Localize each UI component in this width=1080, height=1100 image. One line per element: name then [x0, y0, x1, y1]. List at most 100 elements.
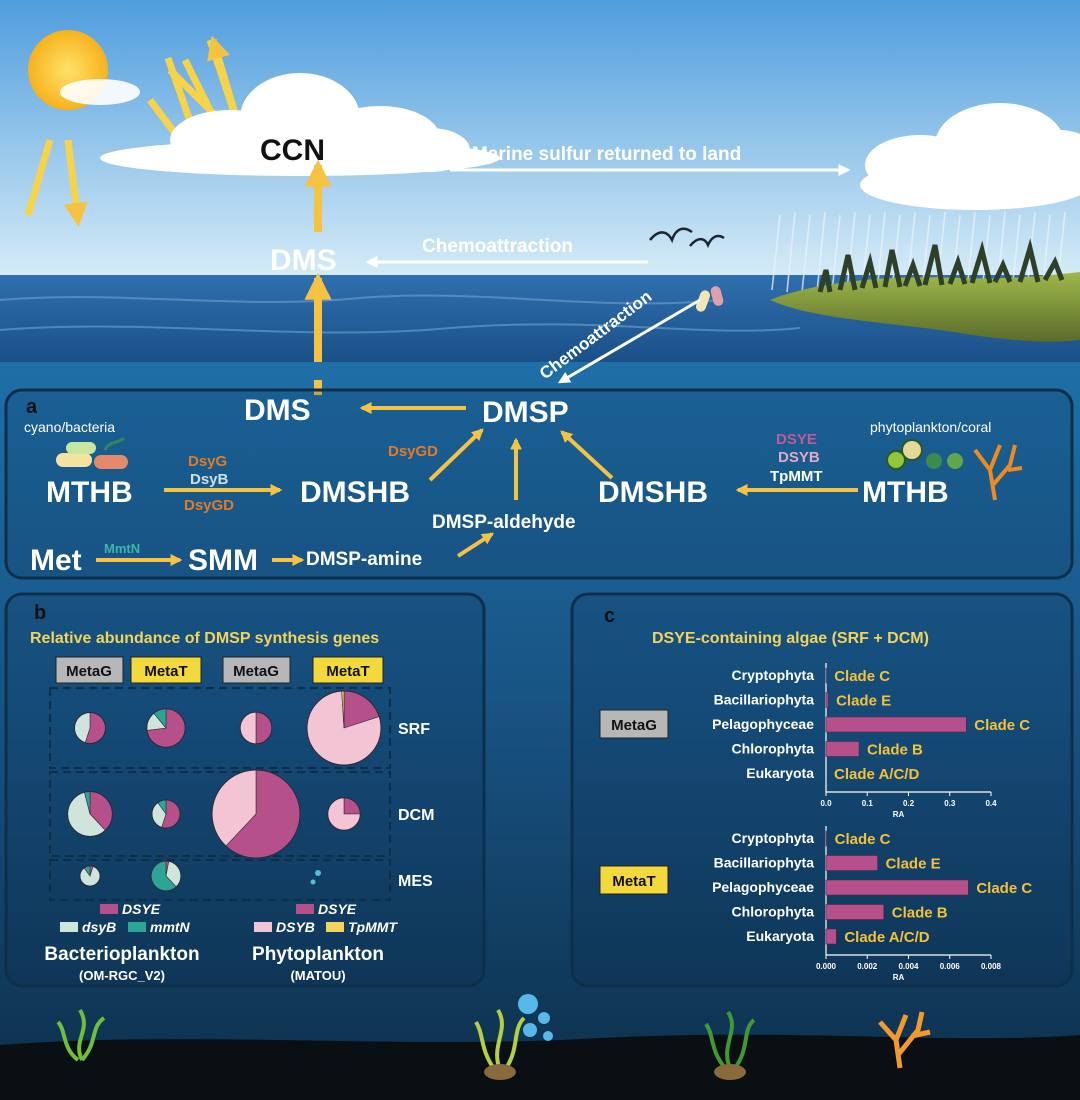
met-label: Met — [30, 544, 82, 577]
bar-label-0-0: Clade C — [834, 668, 890, 685]
x-axis-label-0: RA — [893, 810, 905, 819]
x-tick-label-1-0: 0.000 — [816, 962, 837, 971]
enzyme-tpmmt: TpMMT — [770, 468, 822, 485]
bar-label-1-0: Clade C — [835, 831, 891, 848]
legend-bact-dsye: DSYE — [122, 901, 161, 917]
coral-bottom-icon — [878, 1011, 931, 1069]
legend-phyto-tpmmt: TpMMT — [348, 919, 398, 935]
bar-label-1-2: Clade C — [976, 880, 1032, 897]
bar-0-1 — [825, 692, 829, 708]
land — [770, 272, 1080, 342]
smm-label: SMM — [188, 544, 258, 577]
bar-1-1 — [825, 855, 878, 871]
panel-c-letter: c — [604, 605, 615, 627]
panel-a-frame — [4, 388, 1074, 580]
bar-label-1-1: Clade E — [886, 856, 941, 873]
row-label-dcm: DCM — [398, 807, 434, 824]
x-tick-label-0-1: 0.1 — [862, 799, 874, 808]
pie-outline-srf-0 — [73, 711, 107, 745]
arrow-dmshb-left-to-dmsp — [428, 428, 484, 482]
group-label-box-0 — [599, 709, 669, 739]
pie-charts — [67, 690, 382, 892]
col-label-box-2 — [222, 656, 291, 684]
bar-label-1-3: Clade B — [892, 905, 948, 922]
bar-0-2 — [825, 716, 967, 733]
pie-outline-dcm-1 — [151, 799, 181, 829]
coral-icon — [973, 444, 1023, 501]
seaweed-right-icon — [704, 1010, 756, 1070]
legend-bact-dsyb-swatch — [60, 922, 78, 932]
bar-label-1-4: Clade A/C/D — [844, 929, 929, 946]
group-bact-label: Bacterioplankton — [44, 944, 199, 965]
x-axis-label-1: RA — [893, 973, 905, 982]
pie-outline-mes-0 — [79, 865, 101, 887]
row-frame-dcm — [49, 771, 391, 857]
bar-1-2 — [825, 879, 969, 896]
category-label-0-1: Bacillariophyta — [714, 692, 815, 708]
group-phyto-sub: (MATOU) — [290, 968, 345, 983]
x-tick-label-1-1: 0.002 — [857, 962, 878, 971]
rock-mid — [484, 1064, 516, 1080]
mes-phyto-dots — [310, 870, 321, 885]
category-label-0-2: Pelagophyceae — [712, 716, 814, 732]
legend-bact-mmtn-swatch — [128, 922, 146, 932]
cloud-right — [860, 103, 1080, 210]
bacteria-cells-icon — [56, 436, 128, 469]
group-bact-sub: (OM-RGC_V2) — [79, 968, 165, 983]
x-tick-label-1-2: 0.004 — [898, 962, 919, 971]
ccn-label: CCN — [260, 134, 325, 167]
x-tick-label-0-3: 0.3 — [944, 799, 956, 808]
category-label-0-4: Eukaryota — [746, 765, 814, 781]
legend-phyto-dsye-swatch — [296, 904, 314, 914]
row-label-mes: MES — [398, 873, 433, 890]
wave-lines — [0, 294, 801, 334]
category-label-1-2: Pelagophyceae — [712, 879, 814, 895]
bar-label-0-1: Clade E — [836, 693, 891, 710]
bar-1-4 — [825, 928, 837, 945]
legend-bact-dsyb: dsyB — [82, 919, 116, 935]
enzyme-dsye: DSYE — [776, 431, 817, 448]
phyto-coral-label: phytoplankton/coral — [870, 419, 991, 435]
category-label-1-4: Eukaryota — [746, 928, 814, 944]
group-label-1: MetaT — [612, 873, 655, 890]
pie-outline-mes-1 — [150, 860, 182, 892]
arrow-amine-to-aldehyde — [456, 532, 495, 558]
row-label-srf: SRF — [398, 721, 430, 738]
pie-outline-dcm-0 — [67, 791, 113, 837]
marine-sulfur-label: Marine sulfur returned to land — [472, 144, 741, 165]
seaweed-left-icon — [56, 1008, 106, 1062]
col-label-box-3 — [312, 656, 384, 684]
mthb-left-label: MTHB — [46, 476, 133, 509]
mthb-right-label: MTHB — [862, 476, 949, 509]
bar-label-0-3: Clade B — [867, 742, 923, 759]
enzyme-dsyg: DsyG — [188, 453, 227, 470]
bar-label-0-4: Clade A/C/D — [834, 766, 919, 783]
arrow-dmshb-right-to-dmsp — [560, 430, 614, 480]
pie-outline-dcm-3 — [327, 797, 361, 831]
bacteria-icon — [695, 286, 724, 312]
bubbles-icon — [518, 994, 553, 1041]
x-tick-label-0-0: 0.0 — [820, 799, 832, 808]
category-label-1-1: Bacillariophyta — [714, 855, 815, 871]
col-label-3: MetaT — [326, 663, 369, 680]
row-frame-mes — [49, 859, 391, 901]
category-label-1-3: Chlorophyta — [732, 904, 815, 920]
phytoplankton-icon — [886, 439, 963, 470]
cyano-bacteria-label: cyano/bacteria — [24, 419, 115, 435]
panel-b-letter: b — [34, 602, 46, 624]
x-tick-label-0-4: 0.4 — [985, 799, 997, 808]
group-phyto-label: Phytoplankton — [252, 944, 384, 965]
cloud-left — [60, 73, 500, 176]
legend-phyto-dsyb-swatch — [254, 922, 272, 932]
chemo-horizontal-label: Chemoattraction — [422, 236, 573, 257]
pie-outline-dcm-2 — [211, 769, 301, 859]
panel-a-letter: a — [26, 396, 38, 418]
enzyme-mmtn: MmtN — [104, 541, 140, 556]
dms-air-label: DMS — [270, 244, 337, 277]
x-tick-label-1-4: 0.008 — [981, 962, 1002, 971]
legend-phyto-tpmmt-swatch — [326, 922, 344, 932]
arrow-chemo-diagonal — [557, 298, 701, 384]
enzyme-dsyb-bacterial: DsyB — [190, 471, 229, 488]
seaweed-mid-icon — [474, 1008, 526, 1072]
